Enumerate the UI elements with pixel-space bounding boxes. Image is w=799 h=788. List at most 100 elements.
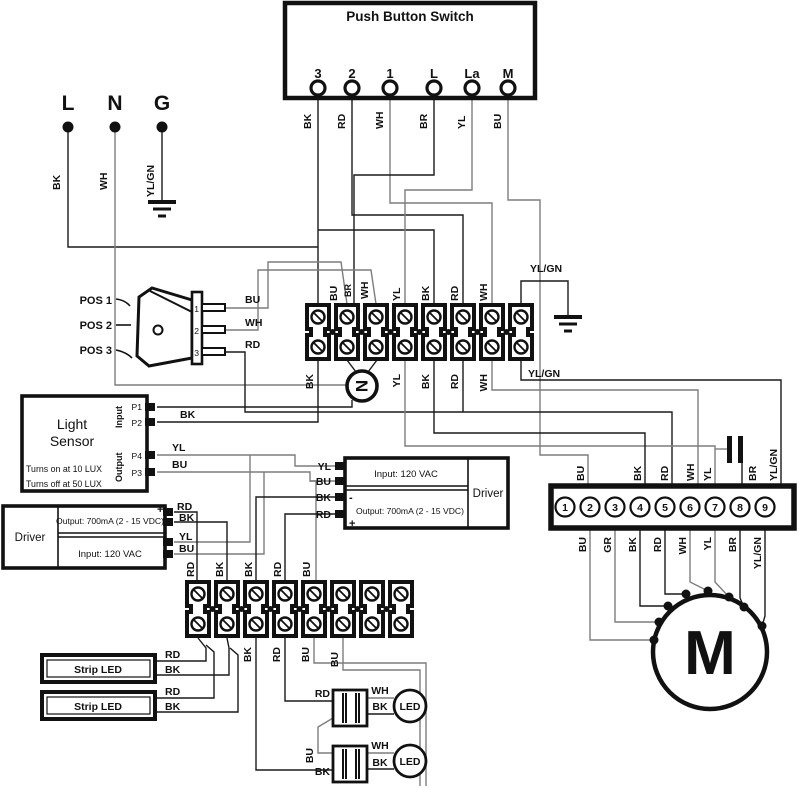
lstrip-bottom-bu2: BU	[329, 652, 341, 667]
right-block-num-2: 2	[587, 502, 593, 514]
neutral-symbol-label: N	[352, 380, 371, 392]
wire-pbM-bu	[507, 98, 589, 486]
rblock-bottom-yl: YL	[702, 536, 714, 550]
strip-bottom-bk: BK	[304, 374, 316, 390]
strip-bottom-yl: YL	[391, 373, 403, 387]
sensor-wire-bk: BK	[180, 409, 196, 421]
wire-sensor-p4-yl	[157, 454, 335, 467]
pbs-terminal-M: M	[503, 66, 514, 81]
motor-connection-dots	[649, 586, 767, 645]
wire-m-bu	[589, 528, 654, 641]
wire-strip5b-bk	[433, 360, 646, 486]
power-n: N	[107, 92, 122, 115]
wire-m-gr	[614, 528, 659, 623]
strip-top-bu: BU	[328, 286, 340, 301]
strip-top-wh2: WH	[478, 284, 490, 302]
rocker-wire-wh: WH	[245, 317, 263, 329]
motor: M	[649, 586, 770, 712]
strip-top-rd: RD	[449, 285, 461, 301]
led-2-label: LED	[400, 756, 421, 768]
wire-bu-branch-driverL	[174, 472, 265, 555]
rblock-top-yl: YL	[702, 467, 714, 481]
driver-middle-bu-terminal	[335, 477, 345, 485]
wire-driverM-rd	[284, 513, 335, 581]
rblock-top-ylgn: YL/GN	[768, 449, 780, 481]
wire-pb2-rd	[351, 98, 464, 304]
wire-pos4b-rd	[284, 638, 333, 702]
wire-driverL-bk	[174, 521, 228, 581]
sensor-pin-p2: P2	[131, 418, 142, 428]
driver-middle-minus: -	[349, 492, 353, 504]
driver-middle-wire-bk: BK	[316, 492, 332, 504]
pbs-terminal-La: La	[464, 66, 480, 81]
driver-left-name: Driver	[15, 532, 46, 544]
push-button-switch: Push Button Switch 3 2 1 L La M BK RD WH…	[282, 0, 538, 129]
wire-sensor-p3-bu	[157, 471, 335, 482]
led-module-2-wh-label: WH	[371, 740, 389, 752]
driver-middle-input-text: Input: 120 VAC	[374, 469, 438, 480]
led-module-1-box	[331, 688, 369, 728]
power-l-dot	[62, 121, 74, 133]
driver-left-bu-terminal	[163, 550, 173, 558]
light-sensor-title-2: Sensor	[50, 433, 95, 449]
power-n-dot	[109, 121, 121, 133]
driver-middle-box	[343, 456, 510, 530]
rblock-top-wh: WH	[685, 464, 697, 482]
strip-led-1-wire-rd: RD	[165, 649, 181, 661]
sensor-p1-terminal	[145, 403, 155, 411]
rocker-pos1-label: POS 1	[80, 295, 112, 307]
wire-l-bk	[67, 127, 318, 248]
rblock-bottom-wh: WH	[677, 537, 689, 555]
strip-led-2: Strip LED RD BK	[40, 686, 181, 721]
lstrip-bottom-bk: BK	[242, 647, 254, 663]
push-button-switch-title: Push Button Switch	[346, 9, 474, 24]
power-l: L	[62, 92, 75, 115]
driver-left-wire-yl: YL	[179, 531, 193, 543]
pbs-terminal-circles	[309, 79, 517, 97]
power-wire-ylgn: YL/GN	[145, 165, 157, 197]
wire-strip4b-yl	[404, 360, 716, 486]
strip-top-yl: YL	[391, 287, 403, 301]
wire-sled1-bk	[155, 637, 230, 676]
rblock-bottom-br: BR	[727, 537, 739, 553]
led-module-1-in-label: RD	[315, 688, 331, 700]
capacitor-plate-left	[727, 436, 732, 463]
power-wire-bk: BK	[51, 174, 63, 190]
led-1-label: LED	[400, 701, 421, 713]
wire-m-yl	[714, 528, 730, 598]
light-sensor-note-1: Turns on at 10 LUX	[26, 464, 102, 474]
right-block-num-5: 5	[662, 502, 668, 514]
driver-middle-yl-terminal	[335, 462, 345, 470]
wire-strip8b-ylgn	[520, 360, 782, 486]
led-module-1: RD WH BK LED	[315, 685, 428, 728]
wire-m-bk	[639, 528, 668, 607]
rocker-wire-bu: BU	[245, 294, 260, 306]
power-g-dot	[156, 121, 168, 133]
rblock-top-bu: BU	[575, 466, 587, 481]
right-block-terminals	[554, 496, 776, 518]
sensor-pin-p1: P1	[131, 402, 142, 412]
right-block-num-3: 3	[612, 502, 618, 514]
strip-bottom-wh: WH	[478, 374, 490, 392]
wire-n-wh	[114, 127, 347, 386]
sensor-p3-terminal	[145, 468, 155, 476]
rocker-switch: 1 2 3 POS 1 POS 2 POS 3 BU WH RD	[80, 286, 263, 368]
wire-driverL-rd	[174, 511, 198, 581]
led-2-circle	[392, 743, 428, 779]
wire-pos3b-bk	[255, 638, 333, 771]
rocker-lever	[149, 290, 193, 313]
driver-left-rd-terminal	[163, 508, 173, 516]
driver-left-bk-terminal	[163, 518, 173, 526]
lstrip-bottom-bu: BU	[300, 647, 312, 662]
rblock-bottom-ylgn: YL/GN	[752, 537, 764, 569]
strip-led-1-wire-bk: BK	[165, 664, 181, 676]
light-sensor-title-1: Light	[57, 416, 87, 432]
lower-terminal-strip: RD BK BK RD BU BK RD BU BU	[185, 561, 414, 667]
wire-yl-branch-driverL	[174, 455, 251, 543]
led-module-1-bk-label: BK	[372, 701, 388, 713]
wire-module-chain-bu	[317, 717, 334, 754]
led-module-chain-bu-label: BU	[304, 748, 316, 763]
pbs-wire-yl: YL	[456, 115, 468, 129]
lstrip-bottom-rd: RD	[271, 647, 283, 663]
